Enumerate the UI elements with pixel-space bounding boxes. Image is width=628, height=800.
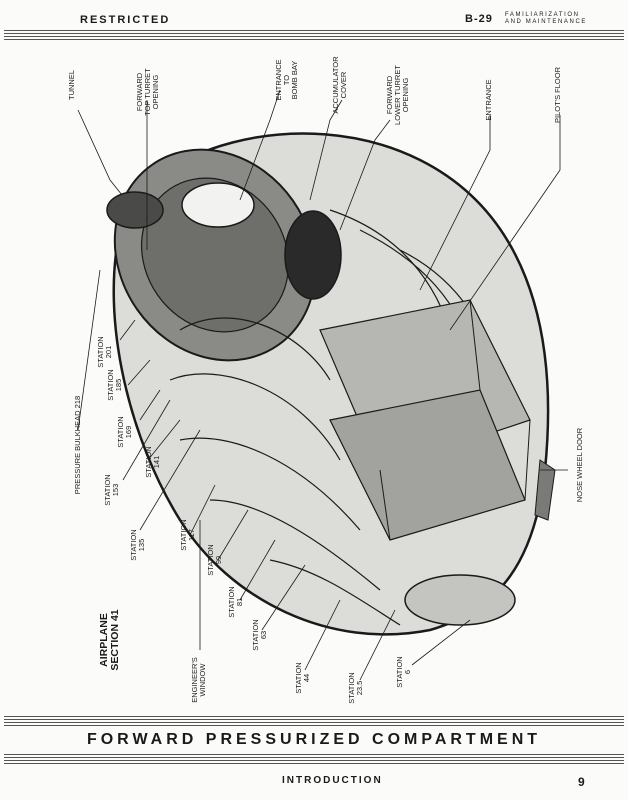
page-number: 9 — [578, 775, 585, 789]
page-title: FORWARD PRESSURIZED COMPARTMENT — [86, 731, 542, 748]
label-line: OPENING — [151, 74, 160, 110]
airplane-section-label: AIRPLANE SECTION 41 — [98, 609, 121, 671]
compartment-cutaway-illustration — [77, 89, 568, 681]
label-line: WINDOW — [198, 663, 207, 697]
label-line: 117 — [187, 529, 196, 541]
label-entrance-to-bomb-bay: ENTRANCE TO BOMB BAY — [274, 59, 299, 100]
label-line: COVER — [339, 71, 348, 99]
label-pressure-bulkhead-218: PRESSURE BULKHEAD 218 — [73, 395, 82, 495]
label-line: OPENING — [401, 77, 410, 113]
label-line: 81 — [235, 597, 244, 607]
header-model: B-29 — [465, 13, 493, 25]
label-line: 63 — [259, 630, 268, 640]
label-accumulator-cover: ACCUMULATOR COVER — [331, 56, 348, 113]
footer-section-label: INTRODUCTION — [282, 775, 383, 786]
label-line: 169 — [124, 425, 133, 439]
label-line: 153 — [111, 483, 120, 497]
label-line: 135 — [137, 538, 146, 552]
label-line: 141 — [152, 455, 161, 469]
title-rules-top — [4, 716, 624, 728]
label-forward-top-turret-opening: FORWARD TOP TURRET OPENING — [135, 68, 160, 116]
header-fam-line2: AND MAINTENANCE — [505, 19, 588, 25]
label-line: 185 — [114, 378, 123, 392]
header-fam-line1: FAMILIARIZATION — [505, 12, 580, 18]
label-line: 99 — [214, 555, 223, 565]
header-familiarization: FAMILIARIZATION AND MAINTENANCE — [505, 12, 587, 26]
label-pilots-floor: PILOT'S FLOOR — [553, 66, 562, 124]
label-entrance: ENTRANCE — [484, 79, 493, 121]
title-rules-bottom — [4, 754, 624, 766]
label-line: 201 — [104, 345, 113, 359]
label-line: BOMB BAY — [290, 60, 299, 100]
label-tunnel: TUNNEL — [67, 69, 76, 101]
label-line: 44 — [302, 673, 311, 683]
header-restricted: RESTRICTED — [80, 14, 171, 26]
header-rules — [4, 30, 624, 42]
label-nose-wheel-door: NOSE WHEEL DOOR — [575, 427, 584, 503]
section-line2: SECTION 41 — [109, 609, 121, 671]
label-line: 23.5 — [355, 680, 364, 696]
label-forward-lower-turret-opening: FORWARD LOWER TURRET OPENING — [385, 65, 410, 125]
label-line: 6 — [403, 669, 412, 675]
